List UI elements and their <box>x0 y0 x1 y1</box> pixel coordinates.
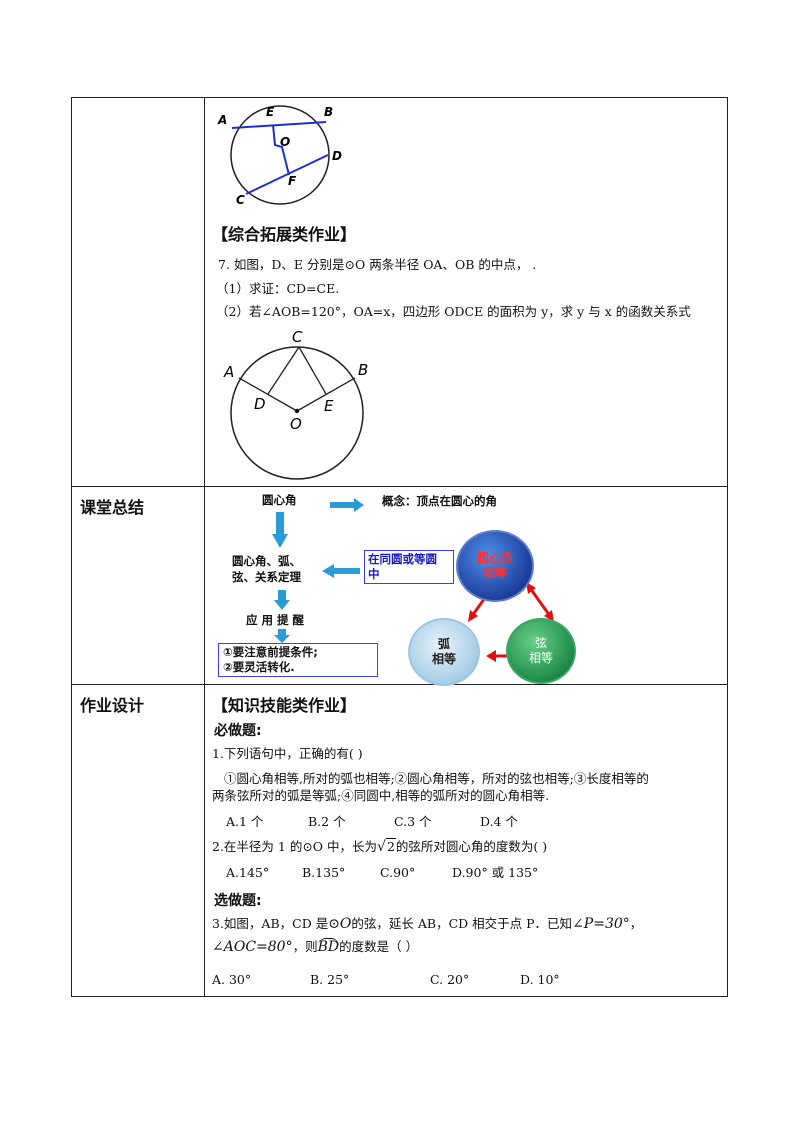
circle-angle-equal: 圆心角 相等 <box>456 530 534 602</box>
homework-cell: 【知识技能类作业】 必做题: 1.下列语句中，正确的有( ) ①圆心角相等,所对… <box>212 684 721 998</box>
flow-reminder: 应 用 提 醒 <box>246 613 305 627</box>
label-A: A <box>217 113 227 127</box>
row-divider-2 <box>72 684 727 685</box>
summary-label: 课堂总结 <box>80 498 145 517</box>
q3-angle-aoc: ∠AOC=80° <box>212 939 293 955</box>
c2-line1: 弧 <box>437 637 450 651</box>
label-O: O <box>290 415 302 433</box>
extension-heading: 【综合拓展类作业】 <box>212 225 357 244</box>
condition-line2: 中 <box>368 567 380 581</box>
label-O: O <box>280 135 290 149</box>
arrow-right-icon <box>330 498 364 512</box>
flow-theorem-line1: 圆心角、弧、 <box>232 554 301 568</box>
tip-2: ②要灵活转化. <box>223 660 295 674</box>
q2-option-b: B.135° <box>302 865 346 880</box>
label-C: C <box>236 193 245 206</box>
q1-stem: 1.下列语句中，正确的有( ) <box>212 746 363 761</box>
label-B: B <box>358 361 368 379</box>
q3-option-d: D. 10° <box>520 972 560 987</box>
label-D: D <box>254 395 266 413</box>
q3-angle-p: ∠P=30° <box>572 916 630 932</box>
arrow-left-icon <box>322 564 360 578</box>
sqrt-icon: √ <box>377 839 386 855</box>
q3-arc: BD <box>317 938 340 955</box>
c3-line1: 弦 <box>534 636 547 650</box>
label-A: A <box>223 363 234 381</box>
q7-line1: 7. 如图，D、E 分别是⊙O 两条半径 OA、OB 的中点， . <box>218 257 537 272</box>
q2-option-a: A.145° <box>226 865 270 880</box>
q2-post: 的弦所对圆心角的度数为( ) <box>395 839 548 854</box>
row-divider-1 <box>72 486 727 487</box>
c1-line1: 圆心角 <box>476 551 513 565</box>
flow-theorem-line2: 弦、关系定理 <box>232 570 301 584</box>
c2-line2: 相等 <box>431 652 456 666</box>
q1-body-line1: ①圆心角相等,所对的弧也相等;②圆心角相等，所对的弦也相等;③长度相等的 <box>224 771 649 786</box>
label-E: E <box>266 105 275 119</box>
tip-1: ①要注意前提条件; <box>223 645 318 659</box>
q1-option-c: C.3 个 <box>394 814 432 829</box>
circle-chord-equal: 弦 相等 <box>506 618 576 684</box>
condition-line1: 在同圆或等圆 <box>368 552 437 566</box>
q3-option-b: B. 25° <box>310 972 350 987</box>
must-do-label: 必做题: <box>214 723 262 739</box>
q2-radicand: 2 <box>385 838 396 854</box>
circle-arc-equal: 弧 相等 <box>408 618 480 686</box>
flow-concept: 概念：顶点在圆心的角 <box>382 494 497 508</box>
q2-pre: 2.在半径为 1 的⊙O 中，长为 <box>212 839 378 854</box>
q3-line1: 3.如图，AB，CD 是⊙O的弦，延长 AB，CD 相交于点 P．已知∠P=30… <box>212 916 642 932</box>
lesson-table: A E B O D F C 【综合拓展类作业】 7. 如图，D、E 分别是⊙O … <box>71 97 728 997</box>
q3-option-a: A. 30° <box>212 972 252 987</box>
circle-figure-quadrilateral: A B C D E O <box>223 328 368 480</box>
q2-stem: 2.在半径为 1 的⊙O 中，长为√2的弦所对圆心角的度数为( ) <box>212 838 548 855</box>
label-B: B <box>324 105 333 119</box>
arrow-down-icon <box>274 590 290 610</box>
q1-body-line2: 两条弦所对的弧是等弧;④同圆中,相等的弧所对的圆心角相等. <box>212 788 550 803</box>
knowledge-heading: 【知识技能类作业】 <box>212 696 357 715</box>
q3-option-c: C. 20° <box>430 972 470 987</box>
label-E: E <box>324 397 334 415</box>
q7-line2: （1）求证：CD=CE. <box>216 281 340 296</box>
q3-line2-end: 的度数是（ ） <box>339 939 419 954</box>
q3-line2-mid: ，则 <box>292 939 318 954</box>
q1-option-a: A.1 个 <box>226 814 264 829</box>
condition-box: 在同圆或等圆 中 <box>364 550 454 584</box>
q1-option-b: B.2 个 <box>308 814 346 829</box>
optional-label: 选做题: <box>214 893 262 909</box>
column-divider <box>204 98 205 996</box>
label-C: C <box>292 328 303 346</box>
arrow-down-icon <box>274 629 290 643</box>
q3-circle-o: ⊙O <box>328 916 352 932</box>
c3-line2: 相等 <box>528 651 553 665</box>
arrow-down-icon <box>272 512 288 548</box>
label-D: D <box>332 149 342 163</box>
tips-box: ①要注意前提条件; ②要灵活转化. <box>218 643 378 677</box>
homework-design-label: 作业设计 <box>80 696 145 715</box>
q1-option-d: D.4 个 <box>480 814 518 829</box>
q2-option-c: C.90° <box>380 865 416 880</box>
c1-line2: 相等 <box>482 566 507 580</box>
q3-mid: 的弦，延长 AB，CD 相交于点 P．已知 <box>351 916 573 931</box>
flow-node-central-angle: 圆心角 <box>262 493 297 507</box>
exercise-cell: A E B O D F C 【综合拓展类作业】 7. 如图，D、E 分别是⊙O … <box>212 98 721 486</box>
q2-option-d: D.90° 或 135° <box>452 865 539 880</box>
q3-line1-end: ， <box>629 916 643 931</box>
q3-pre: 3.如图，AB，CD 是 <box>212 916 329 931</box>
summary-diagram: 圆心角 概念：顶点在圆心的角 圆心角、弧、 弦、关系定理 在同圆或等圆 中 应 … <box>212 486 721 686</box>
q7-line3: （2）若∠AOB=120°，OA=x，四边形 ODCE 的面积为 y，求 y 与… <box>216 304 691 319</box>
q3-line2: ∠AOC=80°，则BD的度数是（ ） <box>212 938 419 955</box>
circle-figure-chords: A E B O D F C <box>217 105 342 206</box>
label-F: F <box>288 174 297 188</box>
